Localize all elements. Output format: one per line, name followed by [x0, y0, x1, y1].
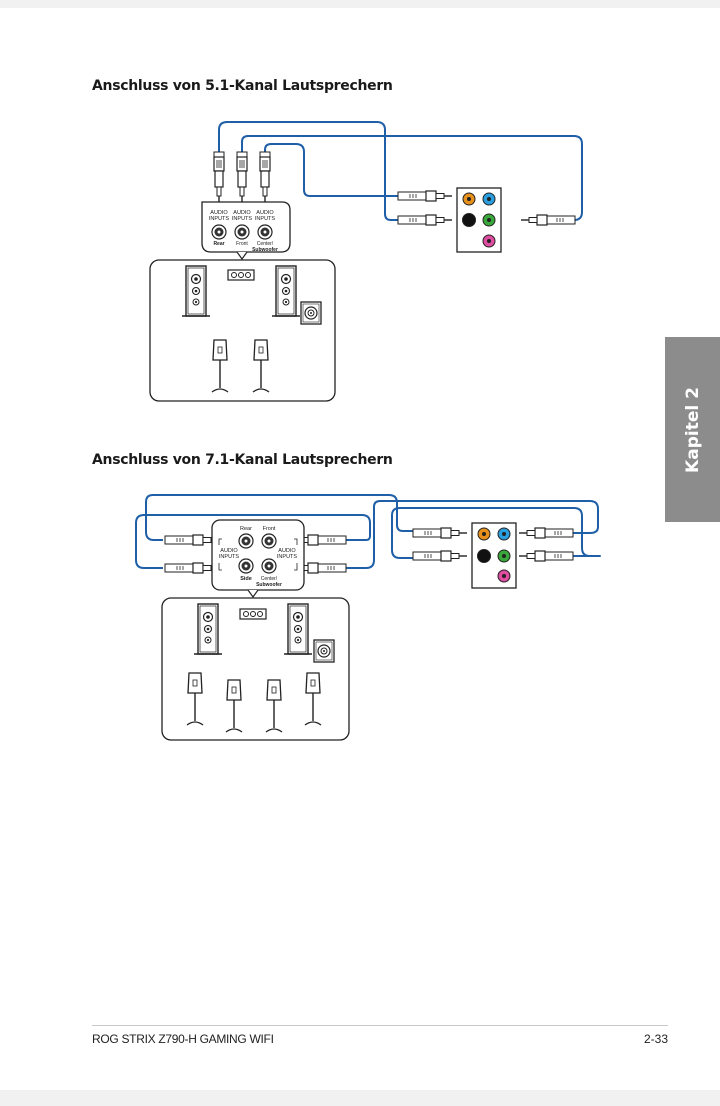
- input-jack-71-center: [261, 558, 277, 574]
- front-left-speaker: [181, 265, 211, 317]
- plug-71-left-top: [164, 534, 220, 546]
- cable-71-a: [145, 494, 413, 541]
- cable-71-c: [346, 500, 599, 569]
- label-audio-1: AUDIO: [210, 210, 228, 216]
- front-right-speaker-71: [283, 603, 313, 655]
- plug-71-io-top: [412, 527, 468, 539]
- input-jack-rear: [211, 224, 227, 240]
- cable-center: [264, 143, 398, 197]
- subwoofer-icon: [300, 301, 322, 325]
- label-audio-3: AUDIO: [256, 210, 274, 216]
- cable-front: [241, 135, 583, 221]
- chapter-tab-label: Kapitel 2: [682, 386, 703, 473]
- cable-rear: [218, 121, 398, 221]
- label-front: Front: [236, 241, 248, 247]
- label-71-audio-left: AUDIO: [220, 548, 238, 554]
- footer-product-name: ROG STRIX Z790-H GAMING WIFI: [92, 1032, 274, 1046]
- label-71-inputs-left: INPUTS: [219, 554, 240, 560]
- diagram-51: AUDIO INPUTS AUDIO INPUTS AUDIO INPUTS R…: [149, 121, 583, 402]
- input-jack-71-side: [238, 558, 254, 574]
- plug-71-io-right-top: [518, 527, 574, 539]
- section-heading-71: Anschluss von 7.1-Kanal Lautsprechern: [92, 452, 393, 468]
- rear-io-panel-51: [456, 187, 502, 253]
- label-71-rear: Rear: [240, 526, 252, 532]
- speaker-room-51: [149, 259, 336, 402]
- plug-rear: [213, 151, 225, 203]
- chapter-tab: Kapitel 2: [665, 337, 720, 522]
- plug-71-io-bottom: [412, 550, 468, 562]
- label-center: Center/: [257, 241, 274, 247]
- input-jack-71-rear: [238, 533, 254, 549]
- front-left-speaker-71: [193, 603, 223, 655]
- label-audio-2: AUDIO: [233, 210, 251, 216]
- label-inputs-3: INPUTS: [255, 216, 276, 222]
- plug-h-right: [520, 214, 576, 226]
- diagram-71: Rear Front AUDIO INPUTS AUDIO INPUTS Sid…: [135, 494, 602, 741]
- subwoofer-71-icon: [313, 639, 335, 663]
- plug-front: [236, 151, 248, 203]
- label-inputs-1: INPUTS: [209, 216, 230, 222]
- manual-page: [0, 8, 720, 1090]
- label-71-subwoofer: Subwoofer: [256, 582, 282, 588]
- input-jack-front: [234, 224, 250, 240]
- connector-block: [227, 269, 255, 281]
- plug-center: [259, 151, 271, 203]
- input-jack-71-front: [261, 533, 277, 549]
- rear-io-panel-71: [471, 522, 517, 589]
- label-71-side: Side: [240, 576, 252, 582]
- plug-h-top: [397, 190, 453, 202]
- speaker-room-71: [161, 597, 350, 741]
- cable-71-d: [391, 507, 602, 559]
- front-right-speaker: [271, 265, 301, 317]
- speaker-input-panel-71: Rear Front AUDIO INPUTS AUDIO INPUTS Sid…: [211, 519, 305, 599]
- input-jack-center: [257, 224, 273, 240]
- label-rear: Rear: [213, 241, 224, 247]
- label-71-center: Center/: [261, 576, 278, 582]
- plug-71-left-bottom: [164, 562, 220, 574]
- plug-71-io-right-bottom: [518, 550, 574, 562]
- label-inputs-2: INPUTS: [232, 216, 253, 222]
- footer-divider: [92, 1025, 668, 1026]
- speaker-input-panel-51: AUDIO INPUTS AUDIO INPUTS AUDIO INPUTS R…: [201, 201, 291, 261]
- connector-block-71: [239, 608, 267, 620]
- jack-black: [462, 213, 476, 227]
- label-71-audio-right: AUDIO: [278, 548, 296, 554]
- footer-page-number: 2-33: [643, 1032, 668, 1046]
- plug-h-bottom: [397, 214, 453, 226]
- label-71-front: Front: [263, 526, 276, 532]
- cable-71-b: [135, 514, 371, 569]
- label-71-inputs-right: INPUTS: [277, 554, 298, 560]
- label-subwoofer: Subwoofer: [252, 247, 278, 253]
- section-heading-51: Anschluss von 5.1-Kanal Lautsprechern: [92, 78, 393, 94]
- jack-71-black: [477, 549, 491, 563]
